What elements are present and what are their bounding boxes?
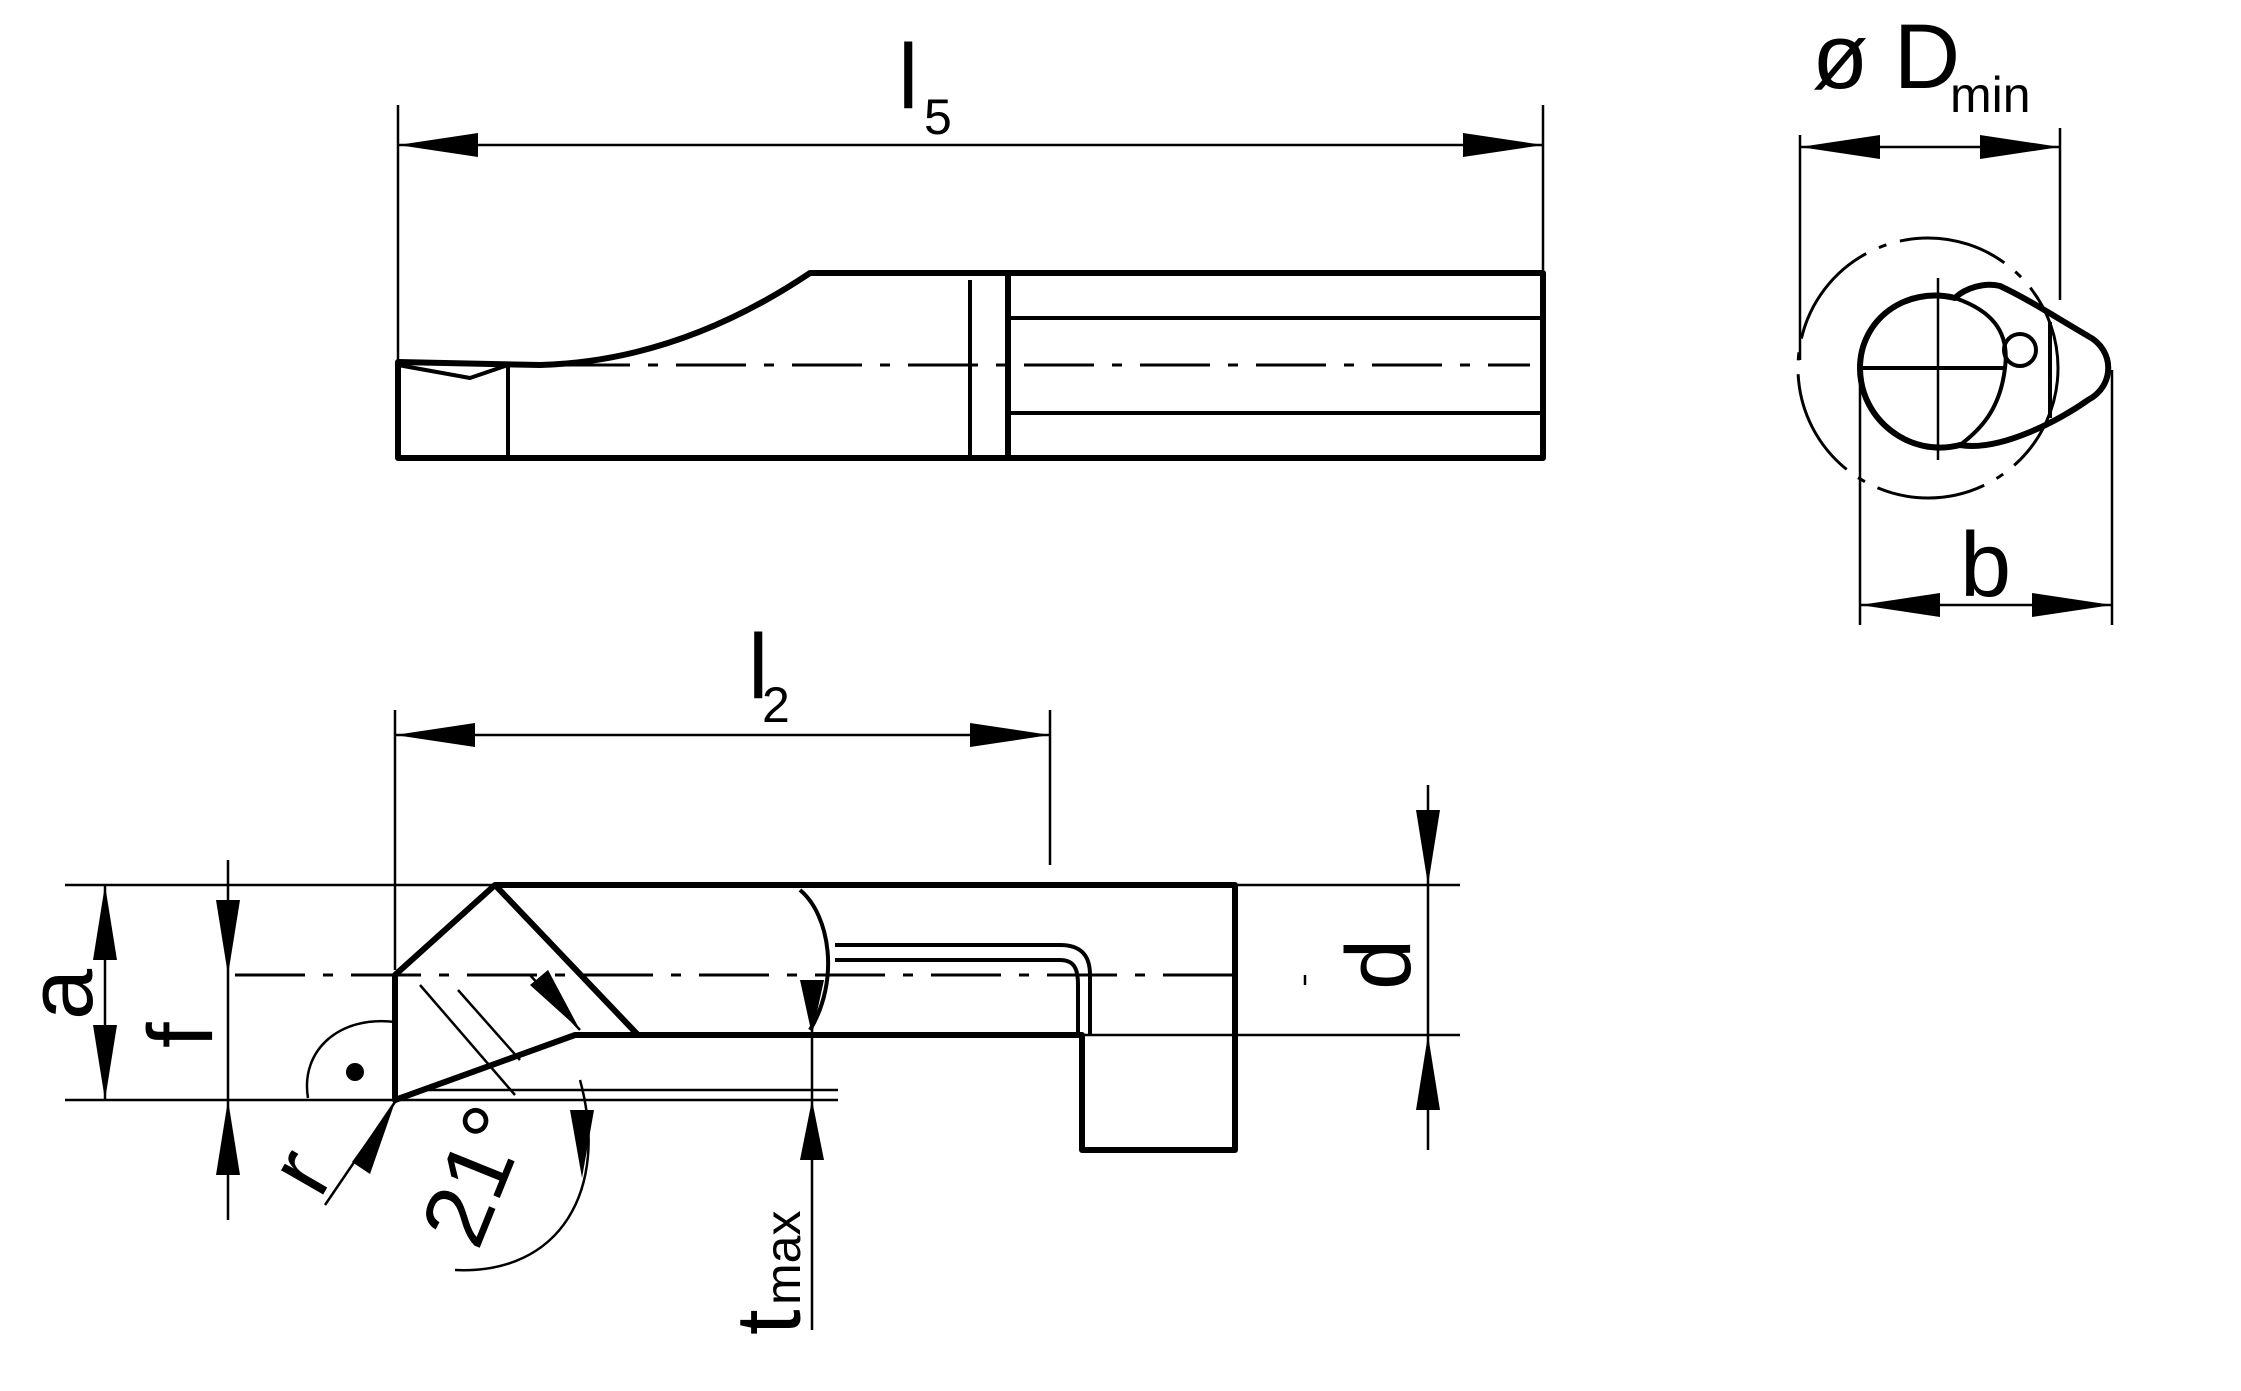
dmin-label: ø D (1812, 6, 1960, 108)
angle-label: 21° (402, 1092, 549, 1259)
top-view-carbide-body (395, 270, 1011, 461)
top-view-shank (1005, 270, 1546, 461)
l5-subscript: 5 (924, 89, 952, 145)
end-view: ø D min b (1796, 6, 2114, 625)
d-label: d (1328, 939, 1430, 990)
a-label: a (10, 968, 112, 1020)
side-view: l 2 a f d r 21° t max (10, 616, 1460, 1335)
end-view-carbide-profile (1857, 281, 2112, 451)
l2-subscript: 2 (762, 677, 790, 733)
l2-label: l (748, 616, 768, 718)
tmax-label: t (718, 1309, 820, 1335)
side-view-carbide-body (392, 882, 1238, 1153)
l5-label: l (898, 26, 918, 128)
b-label: b (1960, 514, 2011, 616)
r-label: r (249, 1132, 353, 1210)
top-view: l 5 (395, 26, 1546, 461)
dmin-subscript: min (1950, 67, 2031, 123)
tmax-subscript: max (755, 1211, 811, 1305)
f-label: f (130, 1022, 232, 1048)
